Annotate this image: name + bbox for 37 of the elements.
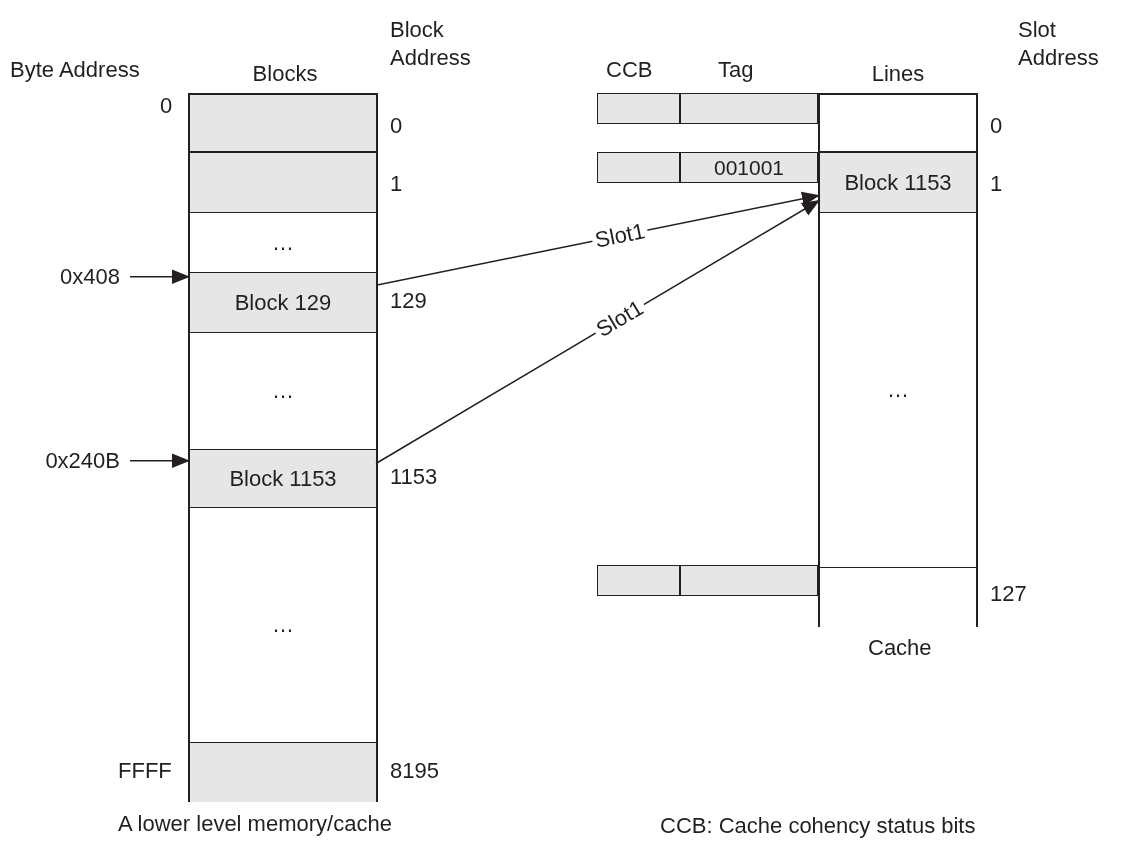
column-heading: Slot Address <box>1018 16 1100 71</box>
memory-block <box>190 742 376 802</box>
memory-block <box>190 152 376 212</box>
address-label: 129 <box>390 287 427 315</box>
note: CCB: Cache cohency status bits <box>660 812 976 840</box>
address-label: 1 <box>390 170 403 198</box>
address-label: FFFF <box>118 757 172 785</box>
status-field <box>680 565 818 596</box>
column-heading: Lines <box>870 60 926 88</box>
status-field <box>597 565 680 596</box>
column-heading: Tag <box>718 56 754 84</box>
status-field: 001001 <box>680 152 818 183</box>
address-label: 0 <box>990 112 1003 140</box>
address-label: 1 <box>990 170 1003 198</box>
memory-block: Block 1153 <box>190 449 376 507</box>
address-label: 0 <box>160 92 173 120</box>
arrow <box>129 453 191 468</box>
memory-block <box>190 95 376 152</box>
column-heading: Block Address <box>390 16 472 71</box>
memory-block: Block 129 <box>190 272 376 332</box>
address-label: 0x408 <box>30 263 120 291</box>
arrow <box>129 269 191 284</box>
address-label: 0x240B <box>20 447 120 475</box>
address-label: 0 <box>390 112 403 140</box>
address-label: 8195 <box>390 757 439 785</box>
arrow <box>375 199 821 465</box>
column-heading: CCB <box>606 56 653 84</box>
address-label: 127 <box>990 580 1027 608</box>
address-label: 1153 <box>390 463 438 491</box>
memory-block: Block 1153 <box>820 152 976 212</box>
caption: A lower level memory/cache <box>118 810 392 838</box>
status-field <box>597 152 680 183</box>
column-heading: Byte Address <box>10 56 140 84</box>
status-field <box>680 93 818 124</box>
memory-block <box>820 567 976 627</box>
caption: Cache <box>868 634 932 662</box>
status-field <box>597 93 680 124</box>
